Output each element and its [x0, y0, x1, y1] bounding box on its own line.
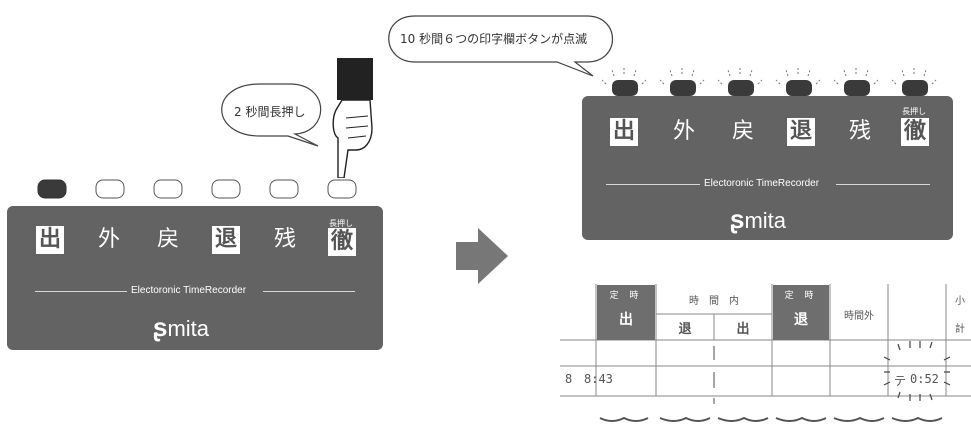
label-zan-r: 残 [848, 119, 871, 144]
row1-time: 8:43 [584, 372, 613, 386]
col-teiji-out-bottom: 出 [619, 312, 633, 328]
callout-right-text: 10 秒間６つの印字欄ボタンが点滅 [400, 32, 588, 46]
long-press-label-r: 長押し [902, 107, 926, 116]
row1-day: 8 [565, 372, 573, 386]
col-jikannai-shutsu: 出 [736, 322, 750, 337]
row1-flash-time: 0:52 [910, 372, 939, 386]
row1-flash-day: テ [894, 374, 907, 388]
left-device-panel: 出 外 戻 退 残 長押し 徹 Electoronic TimeRecorder… [7, 206, 383, 350]
label-tetsu: 徹 [328, 228, 356, 256]
hand-pointer-icon [332, 58, 373, 178]
logo-text: mita [167, 316, 210, 341]
divider-left-a [35, 291, 127, 292]
col-jikannai-top: 時 間 内 [689, 296, 739, 307]
left-button-row [37, 179, 357, 199]
label-modori-r: 戻 [731, 119, 754, 144]
col-teiji-in: 定 時 退 [773, 288, 829, 340]
col-overtime: 時間外 [844, 311, 874, 322]
label-tai: 退 [212, 226, 240, 254]
col-subtotal-bottom: 計 [955, 324, 965, 335]
brand-line-r: Electoronic TimeRecorder [704, 178, 820, 189]
label-modori: 戻 [156, 227, 179, 252]
mita-logo: ʂmita [153, 312, 210, 342]
label-shutsu-r: 出 [610, 118, 638, 146]
divider-left-b [263, 291, 355, 292]
label-gai: 外 [97, 227, 120, 252]
col-teiji-in-bottom: 退 [794, 312, 808, 328]
callout-bubble-right [388, 15, 613, 77]
col-teiji-out: 定 時 出 [597, 288, 655, 340]
mita-logo-r: ʂmita [730, 204, 787, 234]
long-press-label: 長押し [329, 219, 353, 228]
col-jikannai-taiki: 退 [678, 322, 692, 337]
col-teiji-in-top: 定 時 [784, 291, 818, 301]
logo-text-r: mita [744, 208, 787, 233]
blink-rays-icon [601, 67, 937, 96]
brace-icon [599, 416, 943, 422]
col-teiji-out-top: 定 時 [609, 291, 643, 301]
label-tetsu-r: 徹 [901, 118, 929, 146]
callout-left-text: 2 秒間長押し [234, 105, 306, 119]
arrow-right-icon [456, 228, 508, 284]
label-gai-r: 外 [672, 119, 695, 144]
divider-right-b [836, 184, 930, 185]
divider-right-a [606, 184, 700, 185]
label-shutsu: 出 [36, 226, 64, 254]
brand-line: Electoronic TimeRecorder [131, 285, 247, 296]
right-device-panel: 出 外 戻 退 残 長押し 徹 Electoronic TimeRecorder… [582, 96, 953, 240]
col-subtotal-top: 小 [955, 296, 965, 307]
label-zan: 残 [273, 227, 296, 252]
callout-bubble-left [221, 83, 322, 147]
label-tai-r: 退 [787, 118, 815, 146]
